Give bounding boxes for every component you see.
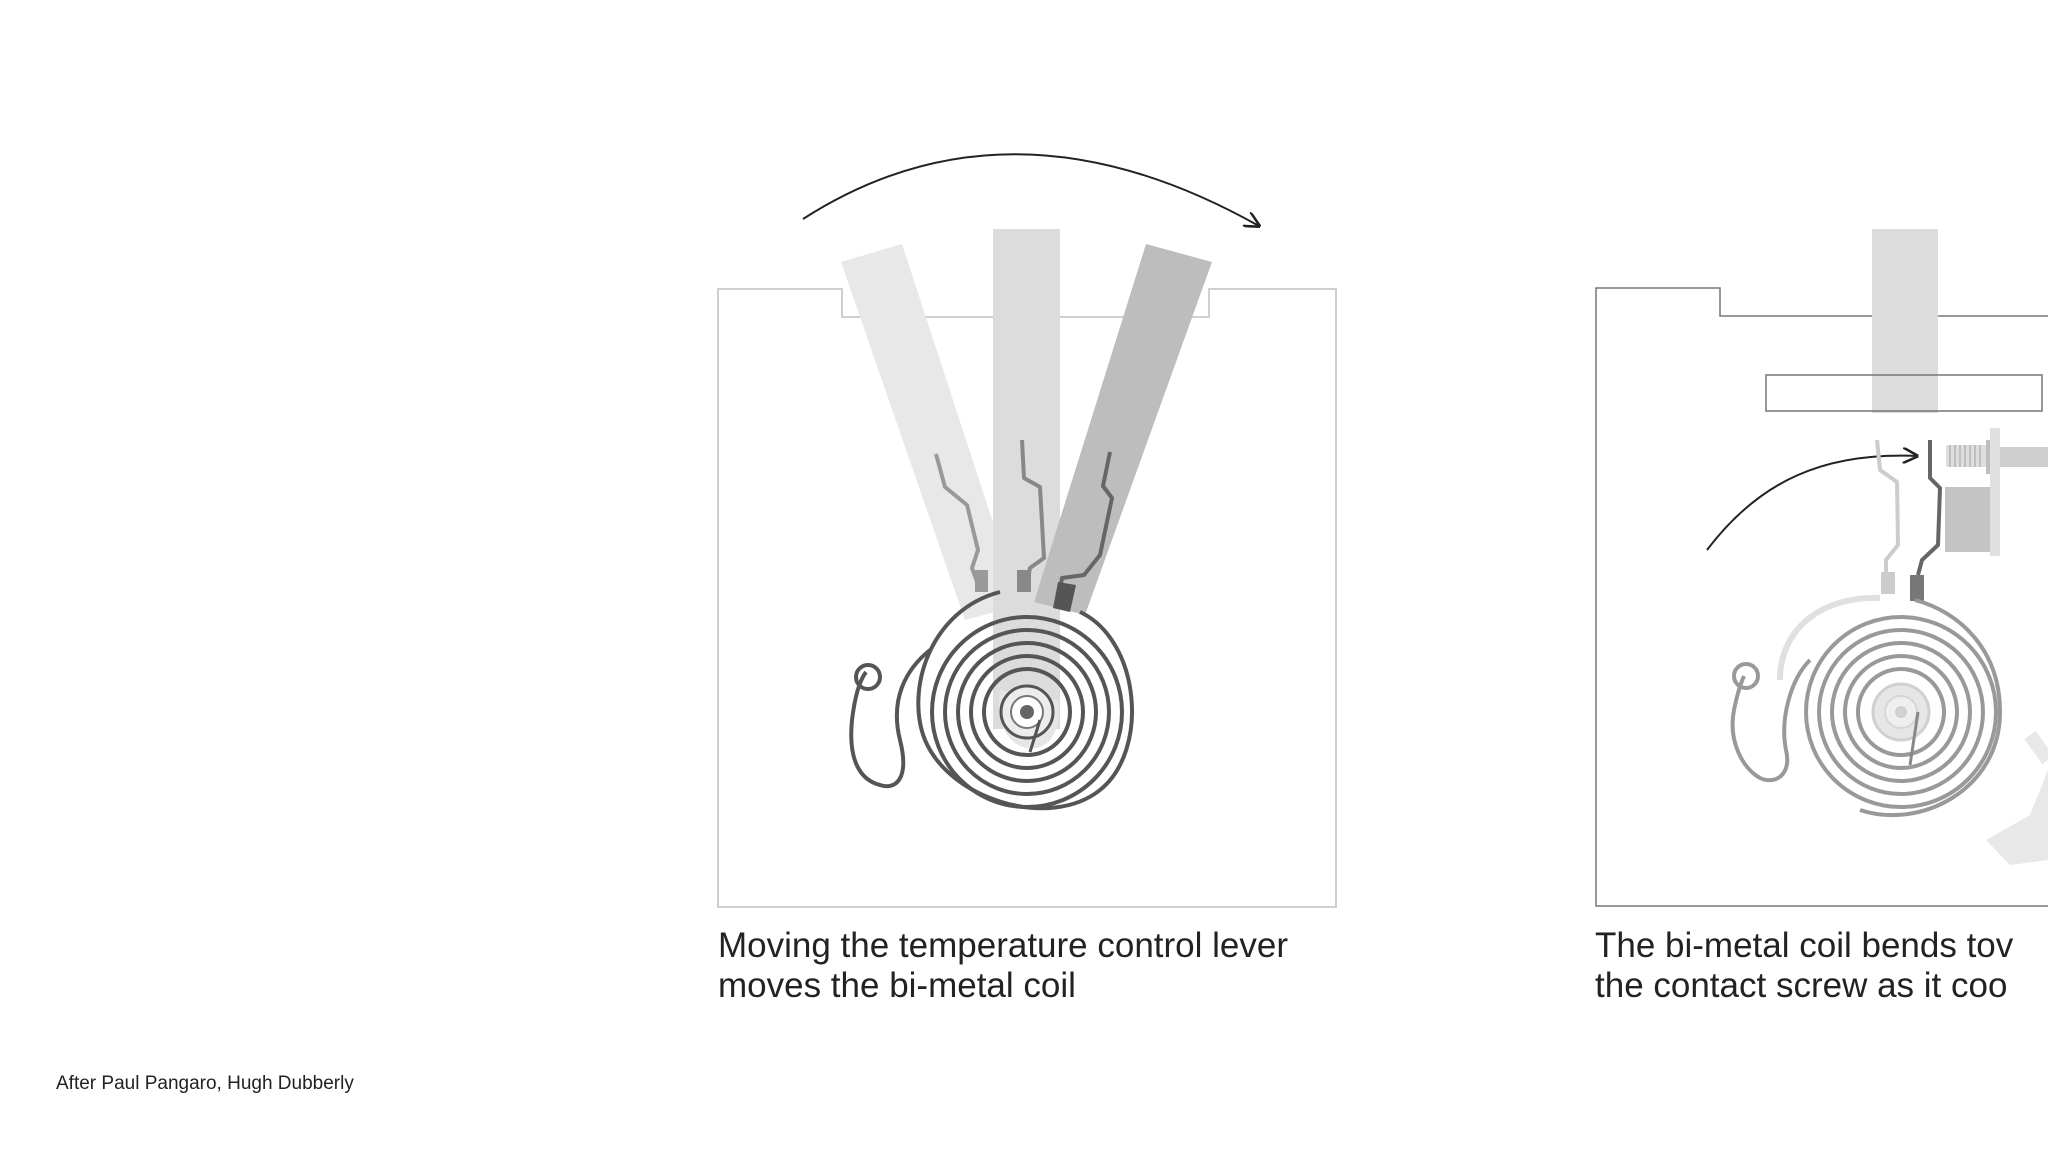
lever-panel-caption: Moving the temperature control lever mov… [718,926,1288,1006]
coil-outline-before [1777,594,1881,681]
lever-tip [1986,770,2048,865]
arm-clip-center [1017,570,1031,592]
coil-hub-right [1871,682,1931,766]
coil-arm-left [934,453,982,591]
arm-clip-left [975,570,988,592]
lever-right-position [1034,244,1212,615]
contact-block [1945,487,1993,552]
lever-left-position [841,244,1020,620]
lever-panel-frame [717,288,1337,908]
lever-tip-edge [2024,730,2048,765]
coil-panel-caption-line-1: The bi-metal coil bends tov [1595,926,2014,965]
coil-arm-right [1058,451,1114,591]
contact-screw-thread-lines [1949,445,1981,467]
contact-bracket [1990,428,2000,556]
bimetal-coil [916,590,1135,811]
arm-clip-before [1881,572,1895,594]
bend-arrow [1706,456,1917,551]
coil-tail-right [1730,658,1812,783]
mounting-loop [854,663,882,691]
credit-line: After Paul Pangaro, Hugh Dubberly [56,1073,354,1094]
rotation-arrow [802,153,1259,226]
arm-clip-right [1053,582,1076,612]
contact-screw-thread [1946,445,1986,467]
bimetal-coil-right [1804,598,2003,818]
lever-center [1872,229,1938,413]
lever-panel-caption-line-1: Moving the temperature control lever [718,926,1288,965]
scale-bar [1765,374,2043,412]
arm-clip-after [1910,575,1924,601]
coil-arm-before [1875,439,1900,575]
coil-arm-after [1916,440,1942,576]
coil-panel [1595,229,2048,907]
contact-screw-shaft [1998,447,2048,467]
mounting-loop-right [1732,662,1760,690]
coil-hub [999,684,1059,753]
lever-panel [717,153,1337,908]
coil-panel-frame [1595,287,2048,907]
coil-tail [849,648,932,789]
lever-panel-caption-line-2: moves the bi-metal coil [718,966,1076,1005]
coil-panel-caption: The bi-metal coil bends tov the contact … [1595,926,2013,1006]
coil-panel-caption-line-2: the contact screw as it coo [1595,966,2008,1005]
